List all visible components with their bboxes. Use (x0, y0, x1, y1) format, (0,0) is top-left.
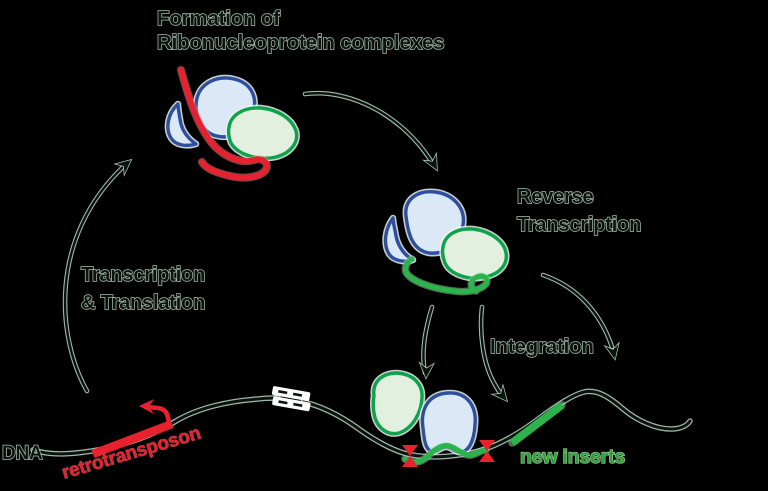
mrna-strand (177, 66, 271, 182)
target-site-marker-left (402, 445, 418, 467)
label-dna: DNA (2, 443, 43, 464)
title-line2: Ribonucleoprotein complexes (157, 31, 444, 54)
dna-break-icon (271, 386, 311, 412)
title-line1: Formation of (157, 7, 280, 30)
arrow-integration-right (540, 272, 623, 362)
label-new-inserts: new inserts (520, 446, 625, 468)
transcription-start-arrow-icon (138, 398, 172, 427)
arrow-to-reverse-transcription (302, 90, 444, 174)
target-site-marker-right (479, 440, 495, 462)
reverse-transcription-complex (386, 192, 507, 296)
new-insert-segment (508, 401, 566, 447)
retrotransposon-segment (91, 398, 174, 458)
arrowhead-icon (418, 362, 434, 380)
integration-complex (373, 373, 475, 452)
label-transcription-line1: Transcription (81, 264, 205, 286)
cdna-strand (401, 255, 491, 296)
arrow-integration-left (418, 304, 435, 380)
label-transcription-line2: & Translation (81, 292, 205, 314)
label-reverse-transcription-line1: Reverse (517, 186, 594, 208)
arrow-integration-middle (478, 304, 513, 406)
label-integration: Integration (490, 335, 594, 358)
arrow-transcription-cycle (62, 154, 136, 394)
integration-site-rna (401, 441, 490, 466)
dna-strand (30, 388, 693, 460)
label-reverse-transcription-line2: Transcription (517, 214, 641, 236)
rnp-complex (168, 66, 297, 182)
diagram-labels: Formation of Ribonucleoprotein complexes… (1, 6, 642, 484)
